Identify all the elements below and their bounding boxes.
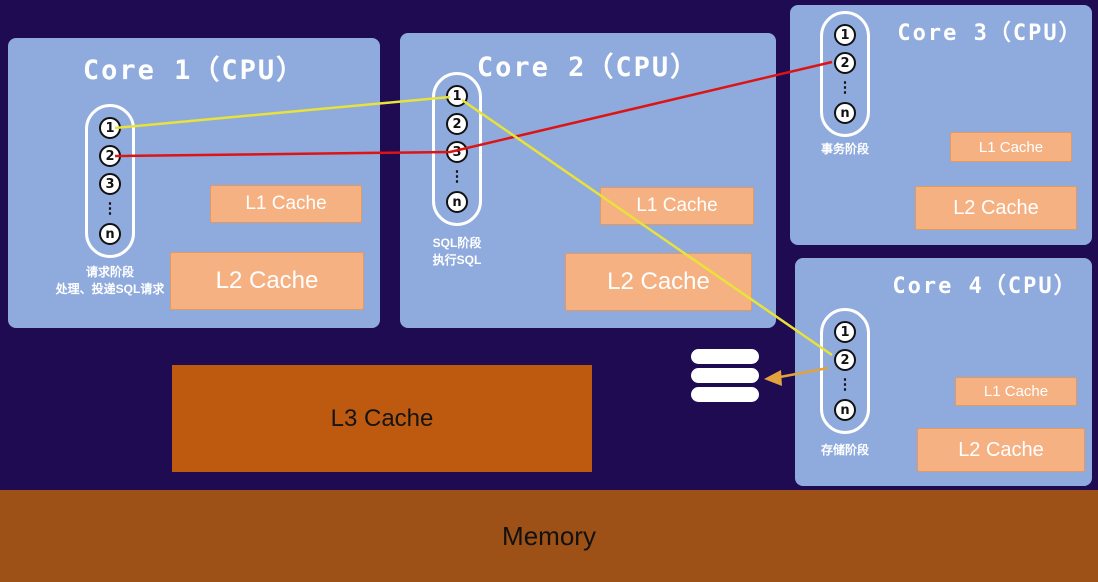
core-2-step-pill: 1 2 3 ⋮ n <box>432 72 482 226</box>
core-3-phase-label: 事务阶段 <box>795 141 895 158</box>
core-1-panel: Core 1（CPU） 1 2 3 ⋮ n 请求阶段 处理、投递SQL请求 L1… <box>8 38 380 328</box>
core-3-title: Core 3（CPU） <box>897 21 1083 46</box>
core-2-step-1-circle: 1 <box>446 85 468 107</box>
db-disk-top <box>691 349 759 364</box>
core-1-l2-cache-box: L2 Cache <box>170 252 364 310</box>
core-4-panel: Core 4（CPU） 1 2 ⋮ n 存储阶段 L1 Cache L2 Cac… <box>795 258 1092 486</box>
core-2-l2-cache-box: L2 Cache <box>565 253 752 311</box>
core-1-step-1-circle: 1 <box>99 117 121 139</box>
core-1-phase-label: 请求阶段 处理、投递SQL请求 <box>25 264 195 298</box>
core-2-phase-label: SQL阶段 执行SQL <box>397 235 517 269</box>
core-2-panel: Core 2（CPU） 1 2 3 ⋮ n SQL阶段 执行SQL L1 Cac… <box>400 33 776 328</box>
db-disk-bottom <box>691 387 759 402</box>
phase-title: SQL阶段 <box>432 236 482 250</box>
core-3-step-n-circle: n <box>834 102 856 124</box>
database-icon <box>686 348 764 409</box>
core-3-l1-cache-box: L1 Cache <box>950 132 1072 162</box>
ellipsis-dots: ⋮ <box>837 376 853 393</box>
core-1-title: Core 1（CPU） <box>82 55 306 86</box>
ellipsis-dots: ⋮ <box>102 200 118 217</box>
phase-subtitle: 执行SQL <box>432 252 482 267</box>
core-1-step-pill: 1 2 3 ⋮ n <box>85 104 135 258</box>
core-1-l1-cache-box: L1 Cache <box>210 185 362 223</box>
core-1-step-2-circle: 2 <box>99 145 121 167</box>
arrow-core4-to-database-head <box>764 370 782 386</box>
core-1-step-3-circle: 3 <box>99 173 121 195</box>
core-3-panel: Core 3（CPU） 1 2 ⋮ n 事务阶段 L1 Cache L2 Cac… <box>790 5 1092 245</box>
core-1-step-n-circle: n <box>99 223 121 245</box>
ellipsis-dots: ⋮ <box>449 168 465 185</box>
ellipsis-dots: ⋮ <box>837 79 853 96</box>
core-3-step-2-circle: 2 <box>834 52 856 74</box>
core-2-step-n-circle: n <box>446 191 468 213</box>
core-3-step-1-circle: 1 <box>834 24 856 46</box>
core-4-l1-cache-box: L1 Cache <box>955 377 1077 406</box>
memory-bar: Memory <box>0 490 1098 582</box>
db-disk-middle <box>691 368 759 383</box>
core-3-step-pill: 1 2 ⋮ n <box>820 11 870 137</box>
phase-title: 事务阶段 <box>820 142 869 156</box>
core-4-title: Core 4（CPU） <box>892 274 1078 299</box>
phase-title: 存储阶段 <box>820 443 869 457</box>
core-4-step-n-circle: n <box>834 399 856 421</box>
core-2-step-3-circle: 3 <box>446 141 468 163</box>
core-4-l2-cache-box: L2 Cache <box>917 428 1085 472</box>
database-icon-svg <box>691 349 759 402</box>
core-4-step-1-circle: 1 <box>834 321 856 343</box>
phase-title: 请求阶段 <box>85 265 134 279</box>
core-4-phase-label: 存储阶段 <box>795 442 895 459</box>
core-2-l1-cache-box: L1 Cache <box>600 187 754 225</box>
core-4-step-pill: 1 2 ⋮ n <box>820 308 870 434</box>
core-3-l2-cache-box: L2 Cache <box>915 186 1077 230</box>
l3-cache-box: L3 Cache <box>172 365 592 472</box>
core-4-step-2-circle: 2 <box>834 349 856 371</box>
phase-subtitle: 处理、投递SQL请求 <box>55 281 165 296</box>
core-2-step-2-circle: 2 <box>446 113 468 135</box>
